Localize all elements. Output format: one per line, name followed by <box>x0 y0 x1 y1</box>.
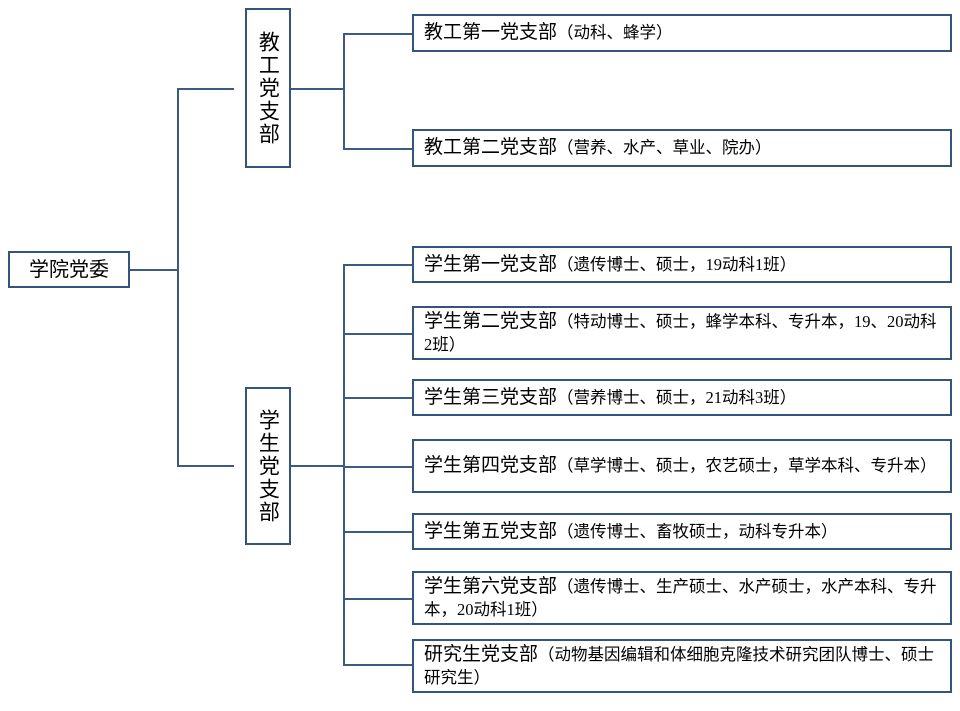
node-student-1[interactable]: 学生第一党支部（遗传博士、硕士，19动科1班） <box>412 246 952 283</box>
connector-main-trunk <box>177 88 179 467</box>
connector-student-child-5 <box>343 531 413 533</box>
connector-student-child-4 <box>343 466 413 468</box>
node-branch-faculty[interactable]: 教工党支部 <box>245 8 291 168</box>
connector-trunk-to-student <box>177 465 234 467</box>
node-student-4-label: 学生第四党支部（草学博士、硕士，农艺硕士，草学本科、专升本） <box>424 455 937 477</box>
node-student-7[interactable]: 研究生党支部（动物基因编辑和体细胞克隆技术研究团队博士、硕士研究生） <box>412 639 952 693</box>
connector-student-child-2 <box>343 333 413 335</box>
node-student-5[interactable]: 学生第五党支部（遗传博士、畜牧硕士，动科专升本） <box>412 513 952 550</box>
connector-student-child-3 <box>343 397 413 399</box>
connector-root-stem <box>129 269 178 271</box>
node-student-2-label: 学生第二党支部（特动博士、硕士，蜂学本科、专升本，19、20动科2班） <box>424 310 937 354</box>
node-student-3[interactable]: 学生第三党支部（营养博士、硕士，21动科3班） <box>412 379 952 416</box>
connector-faculty-child-1 <box>343 33 413 35</box>
node-branch-faculty-label: 教工党支部 <box>256 30 281 146</box>
connector-student-stem <box>290 465 344 467</box>
connector-faculty-spine <box>343 33 345 150</box>
connector-student-child-1 <box>343 264 413 266</box>
node-student-7-label: 研究生党支部（动物基因编辑和体细胞克隆技术研究团队博士、硕士研究生） <box>424 643 935 687</box>
node-branch-student[interactable]: 学生党支部 <box>245 387 291 545</box>
node-root[interactable]: 学院党委 <box>8 251 130 288</box>
connector-student-spine <box>343 264 345 664</box>
connector-trunk-to-faculty <box>177 88 234 90</box>
node-faculty-1-label: 教工第一党支部（动科、蜂学） <box>424 22 673 44</box>
node-faculty-1[interactable]: 教工第一党支部（动科、蜂学） <box>412 14 952 52</box>
node-faculty-2[interactable]: 教工第二党支部（营养、水产、草业、院办） <box>412 129 952 167</box>
connector-student-child-7 <box>343 664 413 666</box>
node-student-4[interactable]: 学生第四党支部（草学博士、硕士，农艺硕士，草学本科、专升本） <box>412 439 952 493</box>
connector-student-child-6 <box>343 598 413 600</box>
node-student-5-label: 学生第五党支部（遗传博士、畜牧硕士，动科专升本） <box>424 520 838 542</box>
node-student-3-label: 学生第三党支部（营养博士、硕士，21动科3班） <box>424 386 797 408</box>
node-root-label: 学院党委 <box>29 258 109 281</box>
node-student-6-label: 学生第六党支部（遗传博士、生产硕士、水产硕士，水产本科、专升本，20动科1班） <box>424 575 937 619</box>
connector-faculty-stem <box>290 88 344 90</box>
node-faculty-2-label: 教工第二党支部（营养、水产、草业、院办） <box>424 137 772 159</box>
node-branch-student-label: 学生党支部 <box>256 408 281 524</box>
node-student-2[interactable]: 学生第二党支部（特动博士、硕士，蜂学本科、专升本，19、20动科2班） <box>412 306 952 360</box>
connector-faculty-child-2 <box>343 148 413 150</box>
node-student-6[interactable]: 学生第六党支部（遗传博士、生产硕士、水产硕士，水产本科、专升本，20动科1班） <box>412 571 952 625</box>
node-student-1-label: 学生第一党支部（遗传博士、硕士，19动科1班） <box>424 253 797 275</box>
